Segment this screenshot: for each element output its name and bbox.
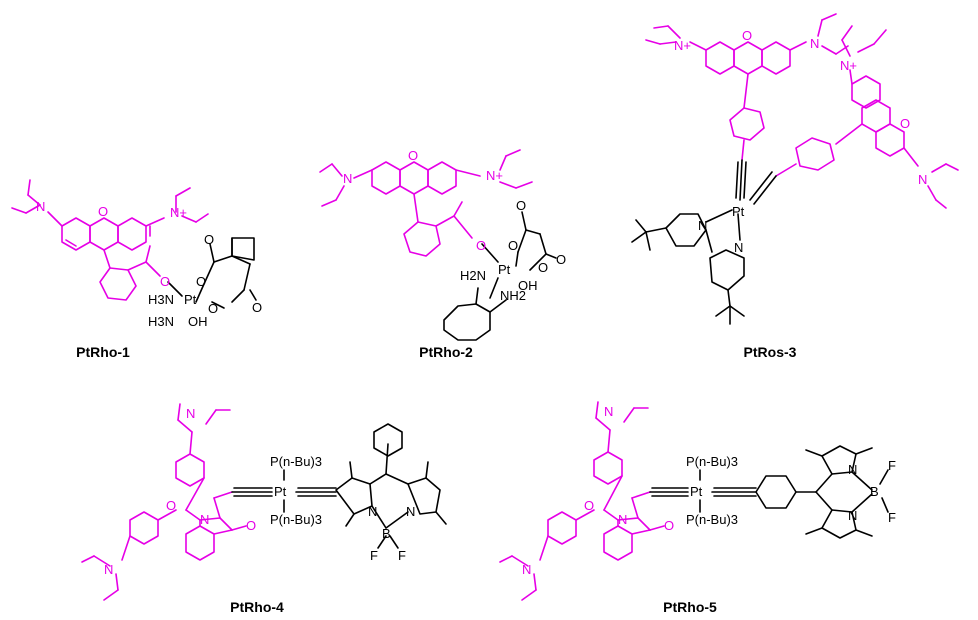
platinum-complex [167, 237, 257, 309]
atom-b: B [870, 484, 879, 499]
atom-o-ligand-2: O [538, 260, 548, 275]
platinum-complex [443, 211, 557, 341]
atom-n-bpy-2: N [734, 240, 743, 255]
atom-oh: OH [518, 278, 538, 293]
atom-o-carbonyl-1: O [204, 232, 214, 247]
rhodamine-spirolactam [499, 401, 665, 601]
compound-label-4: PtRho-4 [230, 599, 284, 615]
rhodamine-core-right [775, 25, 959, 209]
atom-o-ligand-1: O [508, 238, 518, 253]
atom-o-ligand-1: O [196, 274, 206, 289]
atom-pt: Pt [184, 292, 197, 307]
atom-o-lactam: O [246, 518, 256, 533]
atom-n-left: N [343, 171, 352, 186]
atom-labels: N O N+ O Pt H2N NH2 OH O O O O [343, 148, 566, 303]
atom-n-bodipy-2: N [406, 504, 415, 519]
compound-label-1: PtRho-1 [76, 344, 130, 360]
compound-ptrho-1: N O N+ O Pt H3N H3N OH O O O O PtRho-1 [11, 179, 262, 360]
atom-o-ring: O [98, 204, 108, 219]
atom-nh2: NH2 [500, 288, 526, 303]
atom-pt: Pt [732, 204, 745, 219]
compound-ptrho-4: N O N N O Pt P(n-Bu)3 P(n-Bu)3 N N B F F… [81, 403, 447, 615]
atom-o-lactam: O [664, 518, 674, 533]
atom-n-bodipy-1: N [368, 504, 377, 519]
atom-o-ester: O [476, 238, 486, 253]
atom-b: B [382, 526, 391, 541]
rhodamine-core-upper [645, 13, 849, 161]
atom-o-ring: O [166, 498, 176, 513]
atom-phosphine-lower: P(n-Bu)3 [686, 512, 738, 527]
compound-label-5: PtRho-5 [663, 599, 717, 615]
compound-label-2: PtRho-2 [419, 344, 473, 360]
atom-n-cation: N+ [486, 168, 503, 183]
atom-n-right: N [918, 172, 927, 187]
atom-o-ligand-2: O [208, 301, 218, 316]
atom-phosphine-lower: P(n-Bu)3 [270, 512, 322, 527]
atom-n-lower: N [104, 562, 113, 577]
pt-bodipy [231, 423, 447, 549]
atom-n-bodipy-1: N [848, 462, 857, 477]
atom-f-2: F [398, 548, 406, 563]
atom-n-upper: N [604, 404, 613, 419]
atom-labels: N O N N O Pt P(n-Bu)3 P(n-Bu)3 N N B F F [104, 406, 415, 577]
atom-n-lactam: N [618, 512, 627, 527]
atom-o-ring: O [584, 498, 594, 513]
atom-f-1: F [370, 548, 378, 563]
atom-o-ring: O [408, 148, 418, 163]
atom-n-left: N [36, 199, 45, 214]
rhodamine-core [319, 149, 533, 257]
atom-f-2: F [888, 510, 896, 525]
compound-ptros-3: N+ O N N+ O N Pt N N PtRos-3 [631, 13, 959, 360]
atom-labels: N O N+ O Pt H3N H3N OH O O O O [36, 199, 262, 329]
rhodamine-core [11, 179, 209, 301]
atom-n-cation-upper: N+ [674, 38, 691, 53]
atom-h3n-1: H3N [148, 292, 174, 307]
atom-labels: N+ O N N+ O N Pt N N [674, 28, 927, 255]
atom-n-cation-right: N+ [840, 58, 857, 73]
atom-h3n-2: H3N [148, 314, 174, 329]
atom-labels: N O N N O Pt P(n-Bu)3 P(n-Bu)3 N N B F F [522, 404, 896, 577]
atom-phosphine-upper: P(n-Bu)3 [270, 454, 322, 469]
pt-bodipy [649, 445, 889, 539]
compound-label-3: PtRos-3 [744, 344, 797, 360]
atom-f-1: F [888, 458, 896, 473]
atom-n-bpy-1: N [698, 218, 707, 233]
atom-n-bodipy-2: N [848, 508, 857, 523]
compound-ptrho-5: N O N N O Pt P(n-Bu)3 P(n-Bu)3 N N B F F… [499, 401, 896, 615]
bipyridine-alkyne [631, 159, 777, 325]
atom-pt: Pt [690, 484, 703, 499]
atom-n-cation: N+ [170, 205, 187, 220]
atom-h2n: H2N [460, 268, 486, 283]
atom-phosphine-upper: P(n-Bu)3 [686, 454, 738, 469]
atom-oh: OH [188, 314, 208, 329]
atom-o-ring-right: O [900, 116, 910, 131]
atom-n-lower: N [522, 562, 531, 577]
compound-ptrho-2: N O N+ O Pt H2N NH2 OH O O O O PtRho-2 [319, 148, 566, 360]
atom-pt: Pt [274, 484, 287, 499]
atom-n-upper: N [186, 406, 195, 421]
atom-o-ester: O [160, 274, 170, 289]
atom-n-lactam: N [200, 512, 209, 527]
atom-o-carbonyl-2: O [252, 300, 262, 315]
atom-pt: Pt [498, 262, 511, 277]
atom-o-ring-upper: O [742, 28, 752, 43]
atom-o-carbonyl-1: O [516, 198, 526, 213]
rhodamine-spirolactam [81, 403, 247, 601]
atom-n-upper: N [810, 36, 819, 51]
atom-o-carbonyl-2: O [556, 252, 566, 267]
